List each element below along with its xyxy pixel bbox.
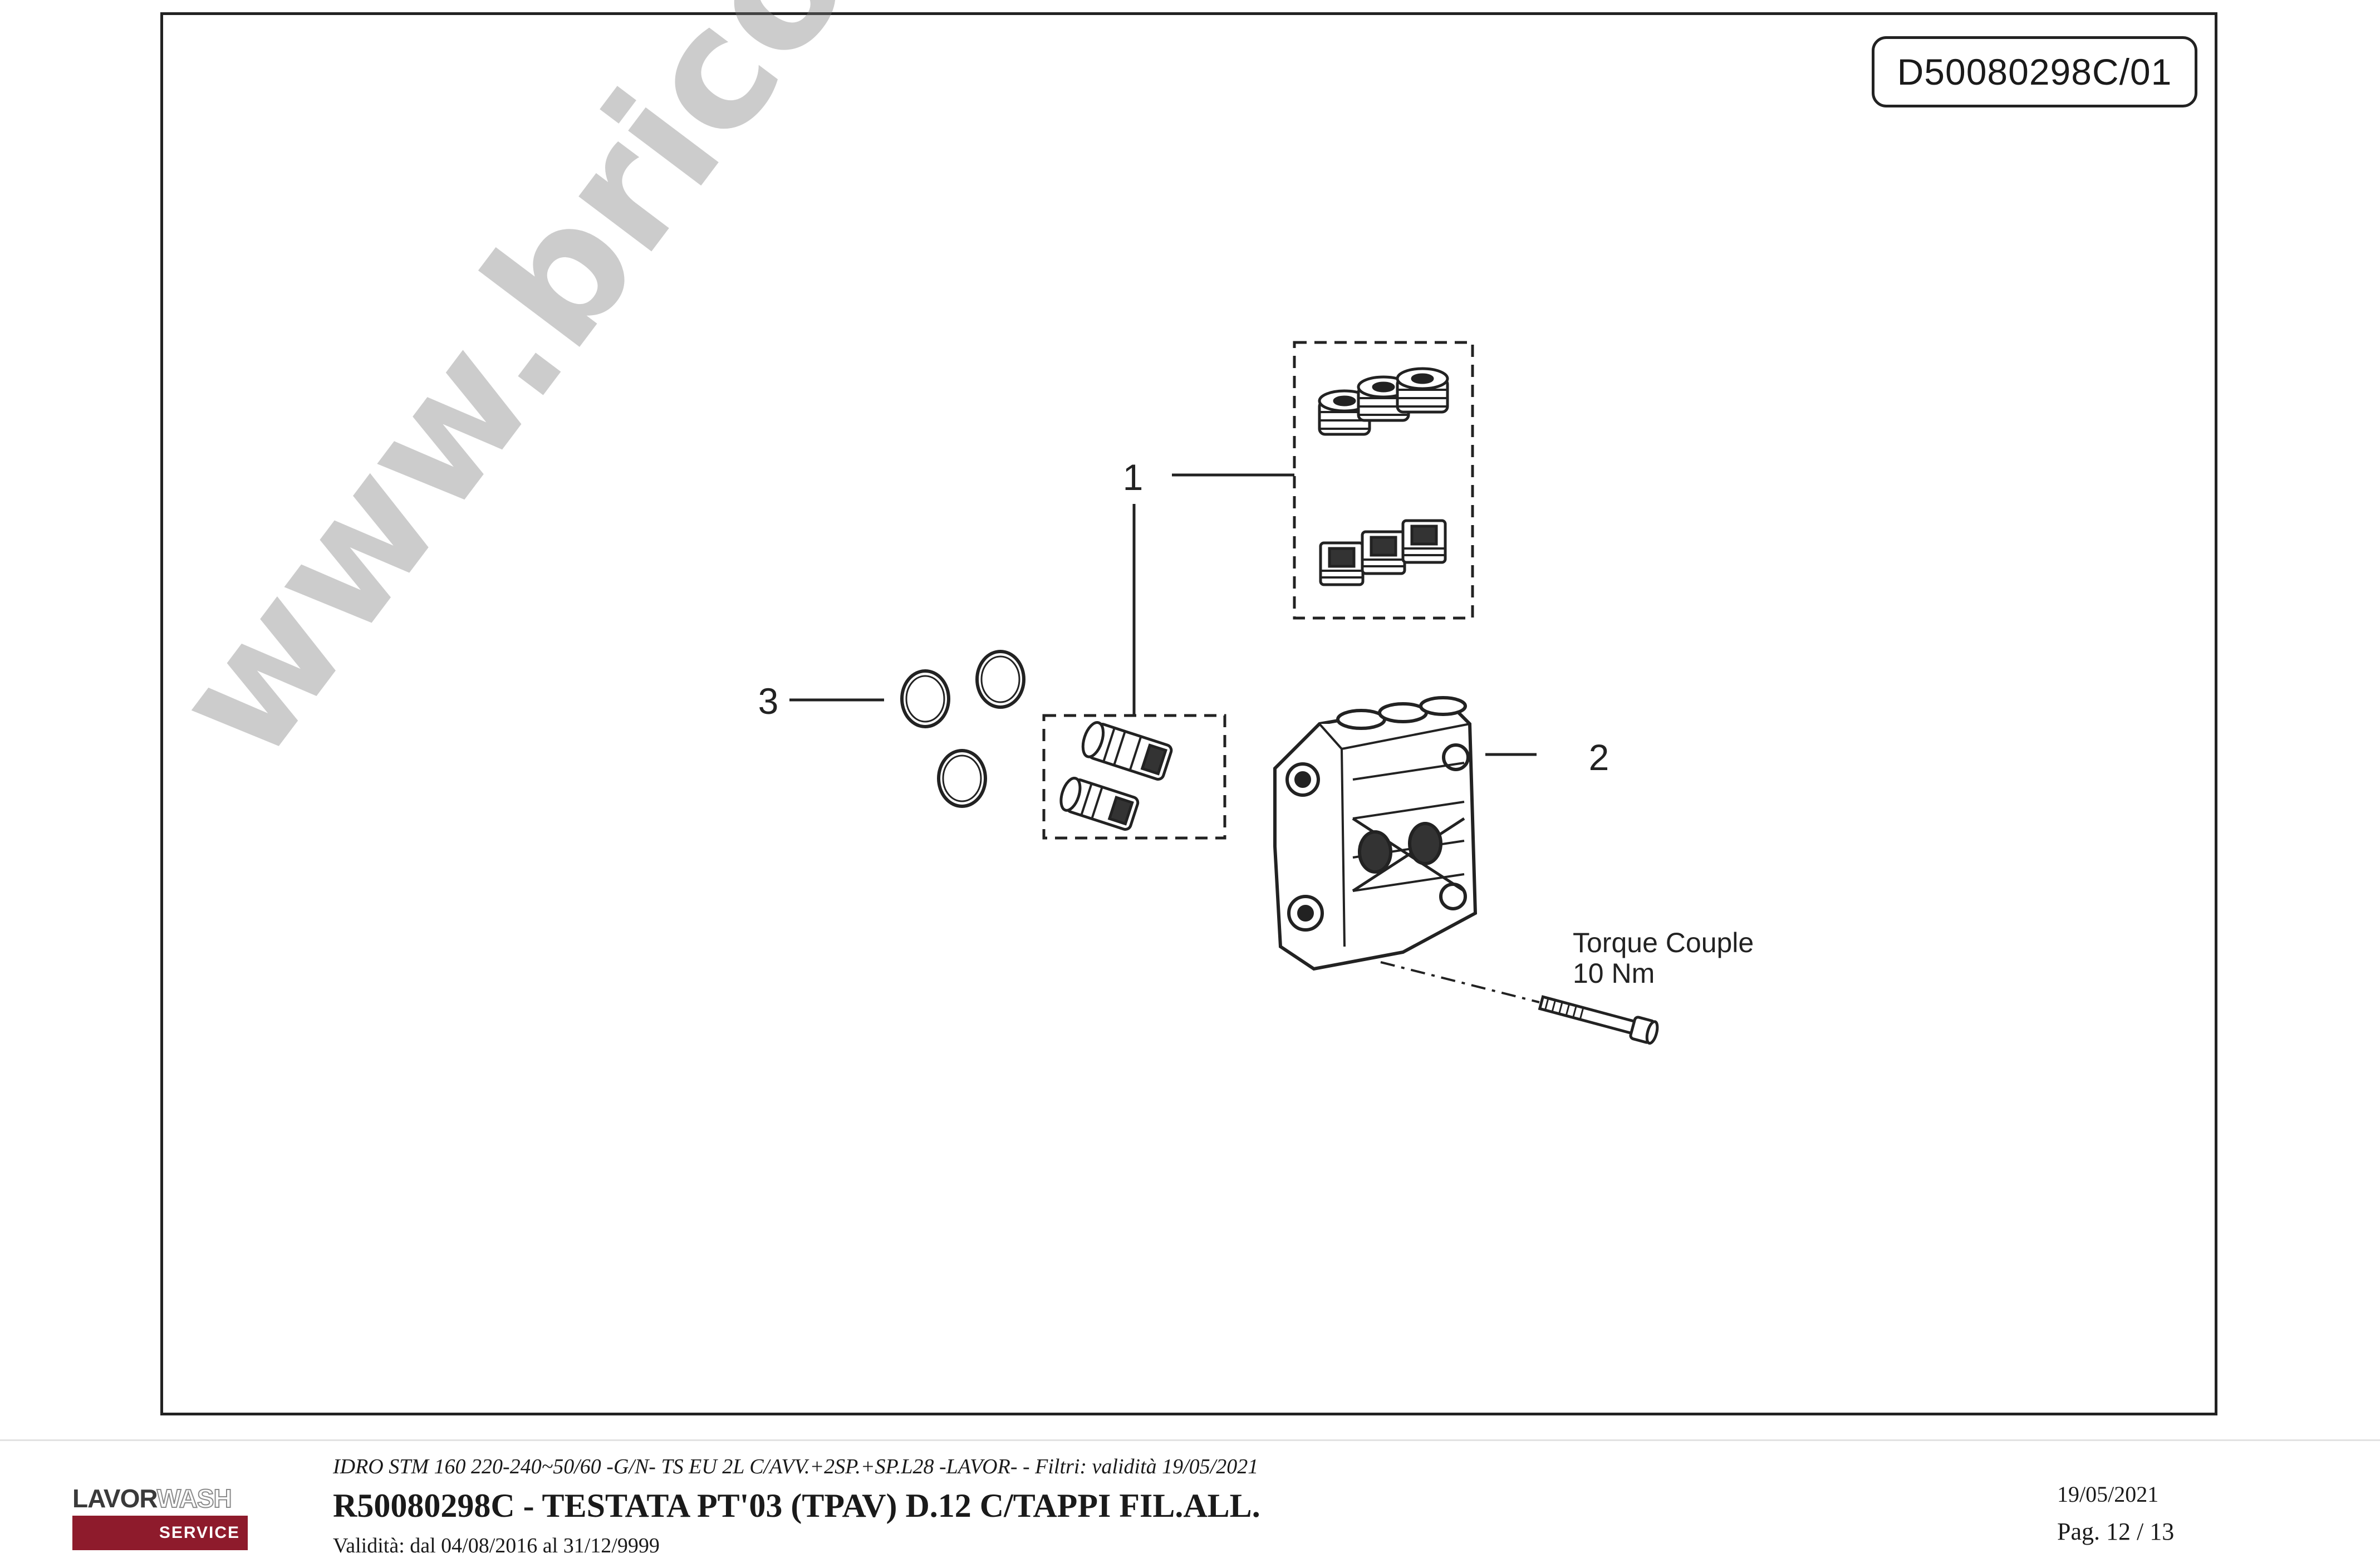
side-valves — [1059, 721, 1173, 831]
footer-divider — [0, 1439, 2380, 1441]
valve-caps-top — [1318, 367, 1449, 436]
bolt-axis — [1380, 961, 1540, 1003]
leader-1 — [1132, 473, 1294, 716]
callout-2: 2 — [1589, 737, 1609, 778]
valve-cages — [1319, 519, 1447, 586]
seal-rings — [900, 650, 1025, 808]
logo-service-bar: SERVICE — [72, 1516, 248, 1550]
bolt — [1538, 995, 1659, 1045]
drawing-code-box: D50080298C/01 — [1872, 36, 2197, 107]
drawing-code: D50080298C/01 — [1897, 51, 2172, 92]
lavorwash-logo: LAVORWASH SERVICE — [72, 1481, 248, 1554]
drawing-frame — [160, 12, 2217, 1415]
torque-label-line2: 10 Nm — [1573, 958, 1655, 989]
torque-label-line1: Torque Couple — [1573, 927, 1754, 958]
valve-group-box-top — [1293, 341, 1474, 620]
pump-head — [1273, 696, 1478, 971]
logo-brand-part2: WASH — [156, 1483, 233, 1513]
logo-brand-part1: LAVOR — [72, 1484, 158, 1513]
validity-text: Validità: dal 04/08/2016 al 31/12/9999 — [333, 1534, 660, 1557]
callout-3: 3 — [758, 680, 779, 722]
print-date: 19/05/2021 — [2057, 1482, 2159, 1507]
part-title: R50080298C - TESTATA PT'03 (TPAV) D.12 C… — [333, 1487, 1260, 1524]
callout-1: 1 — [1123, 457, 1144, 498]
logo-service: SERVICE — [159, 1523, 240, 1542]
model-line: IDRO STM 160 220-240~50/60 -G/N- TS EU 2… — [333, 1455, 1259, 1478]
page-number: Pag. 12 / 13 — [2057, 1518, 2175, 1545]
